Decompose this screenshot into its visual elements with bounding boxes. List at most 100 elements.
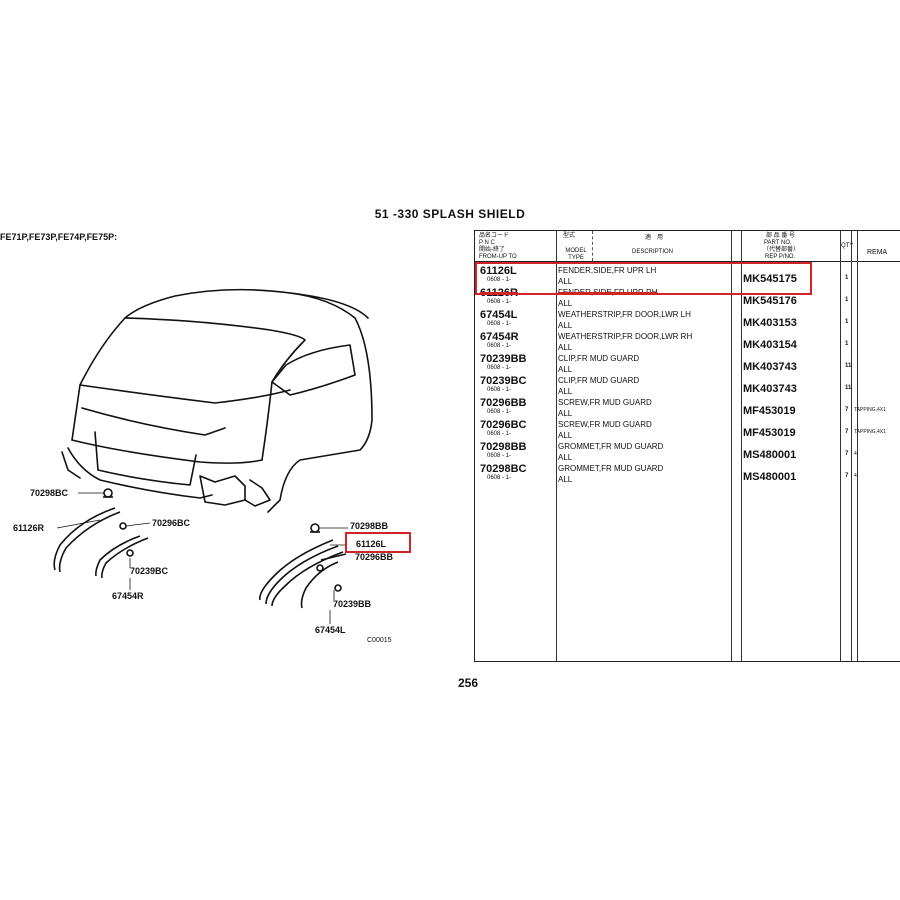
- fender-r-drawing: [53, 488, 149, 579]
- page-number: 256: [457, 676, 479, 690]
- row-model: ALL: [558, 453, 573, 462]
- row-model: ALL: [558, 321, 573, 330]
- row-qty: 11: [845, 363, 852, 369]
- row-remarks: 4: [854, 451, 857, 457]
- header-part: PART NO.: [764, 240, 792, 246]
- row-pnc: 70296BC: [480, 419, 527, 431]
- row-qty: 7: [845, 407, 849, 413]
- diagram-label-61126r: 61126R: [13, 523, 45, 533]
- row-description: FENDER,SIDE,FR UPR RH: [558, 288, 658, 297]
- diagram-label-70239bb: 70239BB: [333, 599, 372, 609]
- row-description: CLIP,FR MUD GUARD: [558, 354, 640, 363]
- diagram-label-70298bc: 70298BC: [30, 488, 69, 498]
- row-description: GROMMET,FR MUD GUARD: [558, 442, 664, 451]
- page-title: 51 -330 SPLASH SHIELD: [374, 207, 526, 221]
- row-model: ALL: [558, 431, 573, 440]
- row-model: ALL: [558, 409, 573, 418]
- row-description: SCREW,FR MUD GUARD: [558, 398, 652, 407]
- diagram-label-67454l: 67454L: [315, 625, 346, 635]
- row-model: ALL: [558, 475, 573, 484]
- diagram-label-70239bc: 70239BC: [130, 566, 169, 576]
- row-from: 0608 - 1-: [487, 343, 512, 349]
- row-part-no: MK403743: [743, 383, 797, 395]
- row-pnc: 70239BC: [480, 375, 527, 387]
- diagram-code: C00015: [367, 637, 392, 644]
- row-description: CLIP,FR MUD GUARD: [558, 376, 640, 385]
- row-model: ALL: [558, 299, 573, 308]
- row-description: GROMMET,FR MUD GUARD: [558, 464, 664, 473]
- col-divider: [741, 231, 742, 661]
- diagram-label-70296bc: 70296BC: [152, 518, 191, 528]
- row-pnc: 70298BC: [480, 463, 527, 475]
- diagram-label-61126l: 61126L: [356, 539, 387, 549]
- header-desc-jp: 適 用: [645, 235, 664, 241]
- col-divider: [840, 231, 841, 661]
- header-part-jp: 部 品 番 号: [766, 233, 796, 239]
- row-pnc: 70296BB: [480, 397, 527, 409]
- row-model: ALL: [558, 387, 573, 396]
- header-desc: DESCRIPTION: [632, 249, 674, 255]
- truck-cab-drawing: [61, 288, 373, 513]
- diagram-label-70298bb: 70298BB: [350, 521, 389, 531]
- row-description: SCREW,FR MUD GUARD: [558, 420, 652, 429]
- row-remarks: TAPPING,4X1: [854, 407, 886, 413]
- row-description: WEATHERSTRIP,FR DOOR,LWR LH: [558, 310, 691, 319]
- table-row: 70296BB 0608 - 1- SCREW,FR MUD GUARD ALL…: [475, 397, 900, 419]
- model-list: FE71P,FE73P,FE74P,FE75P:: [0, 232, 118, 242]
- header-pnc-jp: 品名コード: [479, 233, 510, 239]
- row-pnc: 67454R: [480, 331, 519, 343]
- col-divider: [556, 231, 557, 661]
- col-divider: [592, 231, 593, 261]
- row-remarks: 4: [854, 473, 857, 479]
- header-qty: QTY: [841, 243, 854, 249]
- row-qty: 7: [845, 429, 849, 435]
- row-pnc: 70239BB: [480, 353, 527, 365]
- row-part-no: MK403154: [743, 339, 797, 351]
- parts-diagram: 70298BC 61126R 70296BC 70239BC 67454R 70…: [13, 288, 394, 644]
- header-pnc: P N C: [479, 240, 495, 246]
- row-part-no: MK403743: [743, 361, 797, 373]
- row-qty: 7: [845, 451, 849, 457]
- header-remarks: REMA: [867, 249, 888, 256]
- row-from: 0608 - 1-: [487, 365, 512, 371]
- row-part-no: MK545176: [743, 295, 797, 307]
- row-description: FENDER,SIDE,FR UPR LH: [558, 266, 657, 275]
- row-from: 0608 - 1-: [487, 475, 512, 481]
- table-row: 70239BC 0608 - 1- CLIP,FR MUD GUARD ALL …: [475, 375, 900, 397]
- row-qty: 1: [845, 297, 849, 303]
- row-from: 0608 - 1-: [487, 431, 512, 437]
- table-header: 品名コード P N C 開始-終了 FROM-UP TO 型式 MODEL TY…: [475, 231, 900, 262]
- row-qty: 1: [845, 341, 849, 347]
- table-row: 70296BC 0608 - 1- SCREW,FR MUD GUARD ALL…: [475, 419, 900, 441]
- row-pnc: 67454L: [480, 309, 518, 321]
- row-from: 0608 - 1-: [487, 387, 512, 393]
- row-description: WEATHERSTRIP,FR DOOR,LWR RH: [558, 332, 693, 341]
- row-qty: 1: [845, 275, 849, 281]
- diagram-label-67454r: 67454R: [112, 591, 144, 601]
- row-model: ALL: [558, 277, 573, 286]
- row-pnc: 61126L: [480, 265, 517, 277]
- table-row: 70298BC 0608 - 1- GROMMET,FR MUD GUARD A…: [475, 463, 900, 485]
- header-from: FROM-UP TO: [479, 254, 517, 260]
- fender-l-drawing: [259, 523, 347, 609]
- header-model-jp: 型式: [563, 233, 576, 239]
- col-divider: [731, 231, 732, 661]
- table-row: 67454L 0608 - 1- WEATHERSTRIP,FR DOOR,LW…: [475, 309, 900, 331]
- diagram-label-70296bb: 70296BB: [355, 552, 394, 562]
- table-row: 67454R 0608 - 1- WEATHERSTRIP,FR DOOR,LW…: [475, 331, 900, 353]
- row-remarks: TAPPING,4X1: [854, 429, 886, 435]
- header-from-jp: 開始-終了: [479, 247, 505, 253]
- row-part-no: MF453019: [743, 405, 796, 417]
- row-part-no: MK403153: [743, 317, 797, 329]
- col-divider: [851, 231, 852, 661]
- leader-lines: [56, 492, 348, 624]
- table-row: 61126L 0608 - 1- FENDER,SIDE,FR UPR LH A…: [475, 265, 900, 287]
- row-from: 0608 - 1-: [487, 321, 512, 327]
- row-part-no: MF453019: [743, 427, 796, 439]
- table-row: 70239BB 0608 - 1- CLIP,FR MUD GUARD ALL …: [475, 353, 900, 375]
- row-part-no: MS480001: [743, 449, 797, 461]
- row-from: 0608 - 1-: [487, 299, 512, 305]
- row-from: 0608 - 1-: [487, 409, 512, 415]
- row-qty: 1: [845, 319, 849, 325]
- header-rep-jp: （代替部番）: [763, 247, 800, 253]
